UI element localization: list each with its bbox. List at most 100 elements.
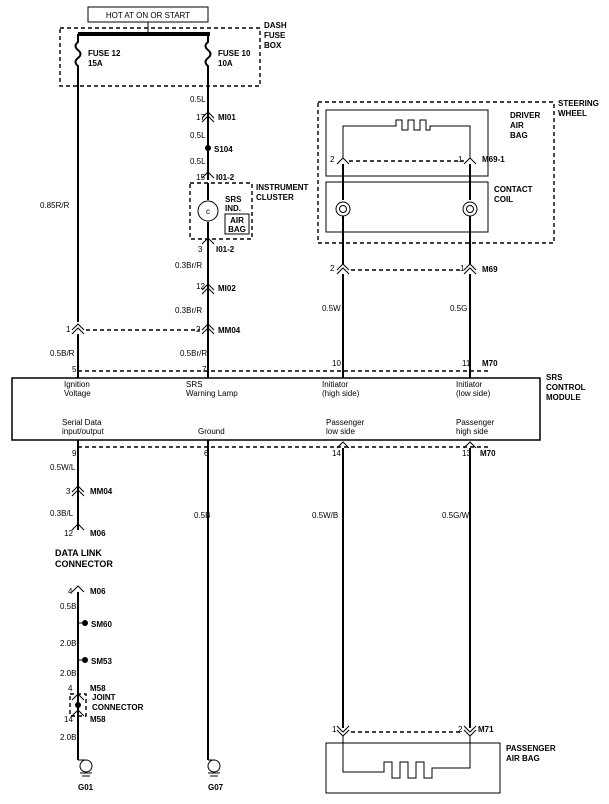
wire-label-03bl: 0.3B/L xyxy=(50,509,74,518)
srs-warning-lamp xyxy=(197,200,219,222)
air-bag-indicator-1: AIR xyxy=(230,216,244,225)
driver-air-bag-label-3: BAG xyxy=(510,131,528,140)
connector-sm53: SM53 xyxy=(91,657,112,666)
passenger-air-bag-box xyxy=(325,742,501,794)
dash-fuse-box-label-1: DASH xyxy=(264,21,287,30)
connector-i012-top: I01-2 xyxy=(216,173,235,182)
pin-13: 13 xyxy=(462,449,471,458)
data-link-label-1: DATA LINK xyxy=(55,548,102,558)
driver-air-bag-squib xyxy=(342,119,471,158)
pin-label-pass-high-1: Passenger xyxy=(456,418,495,427)
pin-7: 7 xyxy=(202,365,207,374)
dash-fuse-box-label-3: BOX xyxy=(264,41,282,50)
connector-m58-top: M58 xyxy=(90,684,106,693)
pin-label-warning-1: SRS xyxy=(186,380,202,389)
connector-m06-top: M06 xyxy=(90,529,106,538)
pin-label-init-low-2: (low side) xyxy=(456,389,491,398)
connector-m69-1: M69-1 xyxy=(482,155,505,164)
ground-g01: G01 xyxy=(78,783,94,792)
ground-g01-symbol xyxy=(78,759,93,777)
air-bag-indicator-box xyxy=(224,213,250,235)
wire-label-03brr-1: 0.3Br/R xyxy=(175,261,202,270)
pin-17: 17 xyxy=(196,113,205,122)
fuse-10-name: FUSE 10 xyxy=(218,49,251,58)
connector-i012-bottom: I01-2 xyxy=(216,245,235,254)
pin-2-m71: 2 xyxy=(458,725,463,734)
fuse-10-symbol xyxy=(204,34,212,70)
pin-14: 14 xyxy=(332,449,341,458)
pin-2-mm04: 2 xyxy=(196,325,201,334)
wire-label-05b-ground: 0.5B xyxy=(194,511,210,520)
pin-3: 3 xyxy=(198,245,203,254)
connector-m70-bottom: M70 xyxy=(480,449,496,458)
connector-m70-top: M70 xyxy=(482,359,498,368)
ground-g07: G07 xyxy=(208,783,224,792)
instrument-cluster-box xyxy=(189,182,253,240)
pin-11: 11 xyxy=(462,359,471,368)
fuse-12-rating: 15A xyxy=(88,59,103,68)
connector-sm60: SM60 xyxy=(91,620,112,629)
pin-4-m58: 4 xyxy=(68,684,73,693)
connector-m06-bottom: M06 xyxy=(90,587,106,596)
wire-label-05wl: 0.5W/L xyxy=(50,463,76,472)
pin-9: 9 xyxy=(72,449,77,458)
pin-label-pass-high-2: high side xyxy=(456,427,489,436)
pin-label-ground: Ground xyxy=(198,427,225,436)
pin-2-m69: 2 xyxy=(330,264,335,273)
wire-label-05brr: 0.5Br/R xyxy=(180,349,207,358)
wire-label-05l-2: 0.5L xyxy=(190,131,206,140)
driver-air-bag-label-1: DRIVER xyxy=(510,111,540,120)
contact-coil-box xyxy=(325,181,489,233)
pin-12-m06: 12 xyxy=(64,529,73,538)
connector-mi02: MI02 xyxy=(218,284,236,293)
pin-6: 6 xyxy=(204,449,209,458)
connector-m71: M71 xyxy=(478,725,494,734)
dash-fuse-box-label-2: FUSE xyxy=(264,31,286,40)
joint-connector-label-2: CONNECTOR xyxy=(92,703,144,712)
lamp-glyph: c xyxy=(206,207,210,216)
wire-label-05br: 0.5B/R xyxy=(50,349,75,358)
instrument-cluster-label-1: INSTRUMENT xyxy=(256,183,309,192)
wire-label-20b-1: 2.0B xyxy=(60,639,76,648)
connector-m69: M69 xyxy=(482,265,498,274)
instrument-cluster-label-2: CLUSTER xyxy=(256,193,294,202)
ground-g07-symbol xyxy=(207,759,221,777)
driver-air-bag-label-2: AIR xyxy=(510,121,524,130)
pin-3-mm04: 3 xyxy=(66,487,71,496)
pin-1-m69: 1 xyxy=(460,264,465,273)
fuse-10-rating: 10A xyxy=(218,59,233,68)
wire-label-05wb: 0.5W/B xyxy=(312,511,338,520)
pin-label-ignition-1: Ignition xyxy=(64,380,90,389)
wire-label-05w: 0.5W xyxy=(322,304,341,313)
pin-label-init-low-1: Initiator xyxy=(456,380,483,389)
pin-label-warning-2: Warning Lamp xyxy=(186,389,238,398)
pin-label-serial-2: input/output xyxy=(62,427,105,436)
pin-12: 12 xyxy=(196,282,205,291)
steering-wheel-label-2: WHEEL xyxy=(558,109,587,118)
srs-ind-label-1: SRS xyxy=(225,195,242,204)
passenger-air-bag-label-2: AIR BAG xyxy=(506,754,540,763)
srs-module-label-2: CONTROL xyxy=(546,383,586,392)
contact-coil-left xyxy=(335,201,351,217)
pin-label-ignition-2: Voltage xyxy=(64,389,91,398)
wire-label-05g: 0.5G xyxy=(450,304,467,313)
srs-module-label-1: SRS xyxy=(546,373,563,382)
fuse-12-symbol xyxy=(74,34,82,70)
passenger-air-bag-label-1: PASSENGER xyxy=(506,744,556,753)
srs-control-module xyxy=(11,377,541,441)
pin-2-m69-1: 2 xyxy=(330,155,335,164)
contact-coil-label-2: COIL xyxy=(494,195,513,204)
pin-1-m69-1: 1 xyxy=(458,155,463,164)
data-link-label-2: CONNECTOR xyxy=(55,559,113,569)
wire-label-20b-3: 2.0B xyxy=(60,733,76,742)
connector-mi01: MI01 xyxy=(218,113,236,122)
pin-1-mm04: 1 xyxy=(66,325,71,334)
wire-label-03brr-2: 0.3Br/R xyxy=(175,306,202,315)
pin-label-pass-low-1: Passenger xyxy=(326,418,365,427)
fuse-12-name: FUSE 12 xyxy=(88,49,121,58)
connector-mm04-lower: MM04 xyxy=(90,487,113,496)
wire-label-05l-3: 0.5L xyxy=(190,157,206,166)
joint-connector-label-1: JOINT xyxy=(92,693,116,702)
connector-mm04: MM04 xyxy=(218,326,241,335)
